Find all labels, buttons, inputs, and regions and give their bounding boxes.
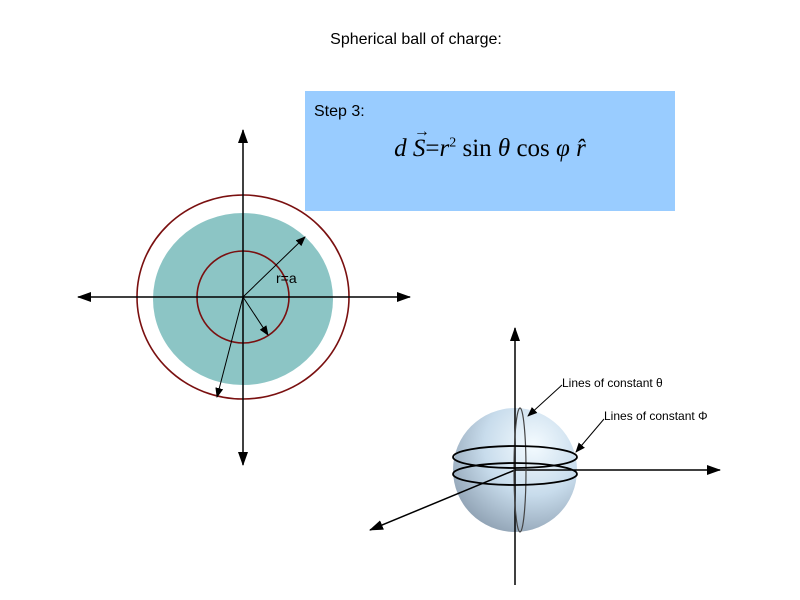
constant-phi-line-1 xyxy=(452,445,578,469)
sphere-diagram: Lines of constant θ Lines of constant Φ xyxy=(369,327,721,585)
formula: d S→=r2 sin θ cos φ r̂ xyxy=(394,123,586,162)
radius-label: r=a xyxy=(276,270,297,286)
charge-ball-diagram: r=a xyxy=(77,129,411,466)
radius-arrow xyxy=(242,236,306,298)
theta-label: Lines of constant θ xyxy=(562,376,663,390)
outer-arrow xyxy=(215,296,244,398)
theta-pointer xyxy=(527,384,563,417)
phi-label: Lines of constant Φ xyxy=(604,409,708,423)
slide-title: Spherical ball of charge: xyxy=(330,31,502,48)
y-axis-3d xyxy=(369,469,516,531)
step-box: Step 3: d S→=r2 sin θ cos φ r̂ xyxy=(305,91,675,211)
step-label: Step 3: xyxy=(314,103,365,120)
constant-phi-line-2 xyxy=(452,462,578,486)
inner-arrow xyxy=(242,296,269,336)
phi-pointer xyxy=(575,418,605,453)
constant-theta-line xyxy=(513,407,527,533)
